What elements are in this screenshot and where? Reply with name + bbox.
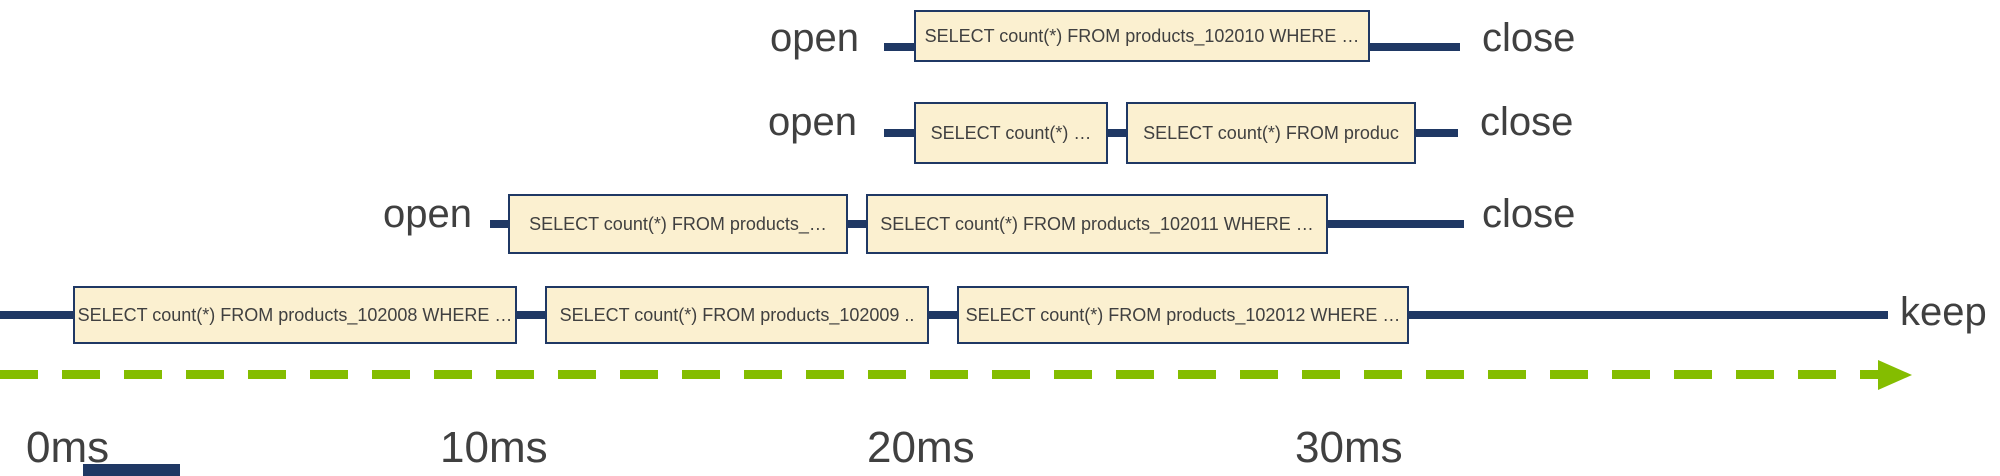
query-box: SELECT count(*) FROM produc [1126,102,1416,164]
time-axis-dashed-line [0,370,1880,379]
open-label: open [768,100,857,144]
close-label: close [1482,16,1576,60]
query-box: SELECT count(*) FROM products_… [508,194,848,254]
query-box: SELECT count(*) FROM products_102010 WHE… [914,10,1370,62]
tick-label-0ms: 0ms [26,423,110,472]
close-label: close [1480,100,1574,144]
query-box: SELECT count(*) … [914,102,1108,164]
keep-label: keep [1900,290,1987,334]
query-text: SELECT count(*) FROM products_102010 WHE… [924,25,1360,46]
query-box: SELECT count(*) FROM products_102009 .. [545,286,929,344]
query-text: SELECT count(*) FROM products_… [529,213,827,234]
query-text: SELECT count(*) … [930,122,1092,143]
query-box: SELECT count(*) FROM products_102011 WHE… [866,194,1328,254]
tick-label-20ms: 20ms [867,423,975,472]
keep-connection-line [0,311,1888,319]
query-box: SELECT count(*) FROM products_102008 WHE… [73,286,517,344]
close-label: close [1482,192,1576,236]
query-text: SELECT count(*) FROM products_102011 WHE… [880,213,1314,234]
query-text: SELECT count(*) FROM products_102008 WHE… [77,304,513,325]
query-text: SELECT count(*) FROM products_102009 .. [559,304,915,325]
open-label: open [770,16,859,60]
query-box: SELECT count(*) FROM products_102012 WHE… [957,286,1409,344]
tick-label-10ms: 10ms [440,423,548,472]
partial-shape [83,464,180,476]
tick-label-30ms: 30ms [1295,423,1403,472]
query-text: SELECT count(*) FROM produc [1143,122,1399,143]
time-axis-arrowhead-icon [1878,360,1912,390]
open-label: open [383,192,472,236]
query-text: SELECT count(*) FROM products_102012 WHE… [965,304,1401,325]
